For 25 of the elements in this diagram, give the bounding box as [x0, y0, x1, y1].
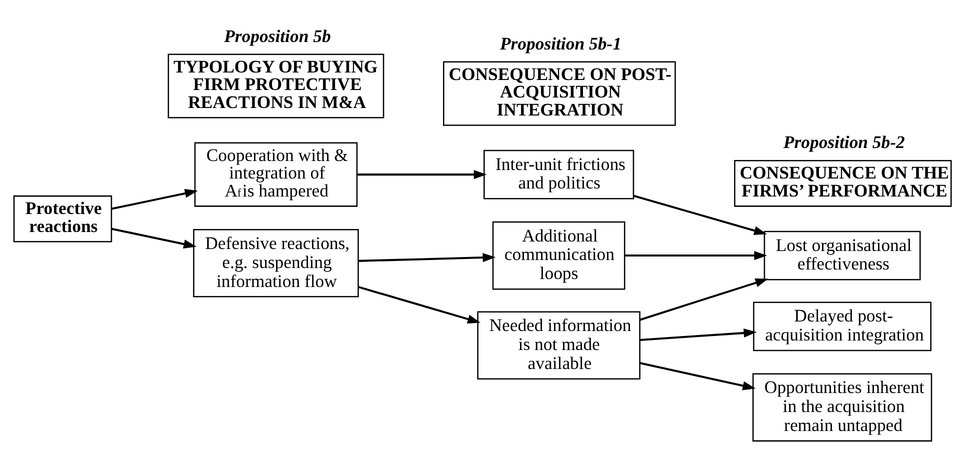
- node-box: Needed information is not made available: [477, 311, 640, 380]
- node-label: Proposition 5b-2: [783, 132, 905, 152]
- arrow: [112, 228, 197, 248]
- arrow: [640, 278, 768, 321]
- node-box: Cooperation with & integration of Afis hampered: [194, 142, 358, 207]
- arrow: [640, 328, 757, 342]
- arrow: [624, 251, 768, 260]
- node-box: Protective reactions: [13, 195, 112, 242]
- node-box: Defensive reactions, e.g. suspending information flow: [193, 228, 359, 298]
- arrow: [358, 253, 496, 262]
- node-box: Additional communication loops: [492, 221, 626, 290]
- node-box: Lost organisational effectiveness: [764, 230, 921, 280]
- arrow: [633, 194, 767, 235]
- node-box: Inter-unit frictions and politics: [484, 150, 634, 200]
- node-box: Delayed post-acquisition integration: [753, 302, 932, 352]
- node-label: Proposition 5b-1: [500, 34, 622, 54]
- node-box: CONSEQUENCE ON POST-ACQUISITION INTEGRATION: [443, 61, 676, 126]
- arrow: [112, 188, 198, 210]
- node-box: TYPOLOGY OF BUYING FIRM PROTECTIVE REACTIONS IN M&A: [168, 54, 384, 118]
- node-label: Proposition 5b: [224, 26, 331, 46]
- node-box: Opportunities inherent in the acquisition remain untapped: [752, 373, 932, 442]
- arrow: [357, 170, 487, 180]
- arrow: [358, 286, 481, 324]
- arrow: [640, 362, 756, 390]
- node-box: CONSEQUENCE ON THE FIRMS’ PERFORMANCE: [734, 160, 952, 207]
